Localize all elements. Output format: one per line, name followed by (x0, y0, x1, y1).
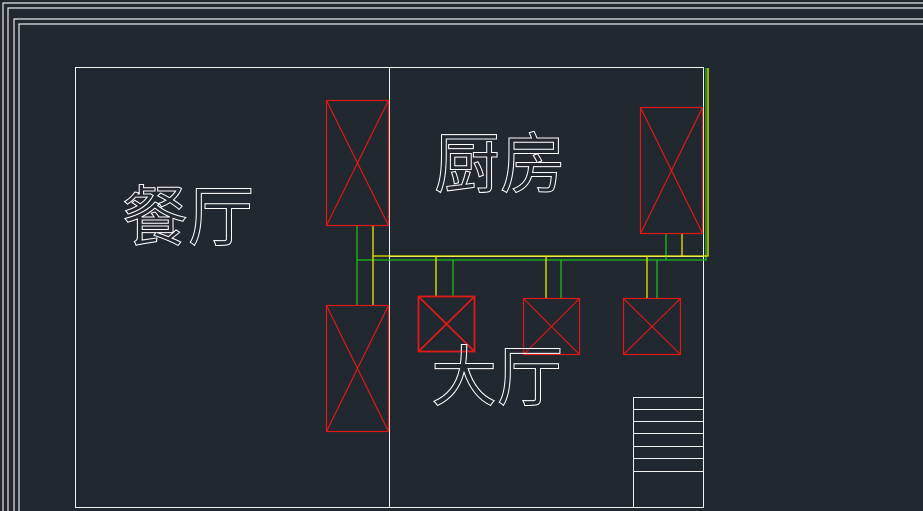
supply-pipes (356, 68, 707, 305)
unit-hall-2 (522, 297, 581, 356)
unit-hall-3 (622, 297, 682, 356)
equipment-units (325, 99, 704, 433)
unit-dining-lower (325, 304, 390, 433)
room-label-dining: 餐厅 (122, 179, 254, 256)
stairs (633, 397, 704, 508)
return-pipes (372, 68, 709, 305)
unit-dining-upper (325, 99, 390, 227)
room-label-hall: 大厅 (431, 339, 563, 416)
stair-outline (633, 397, 704, 508)
room-label-kitchen: 厨房 (434, 126, 566, 203)
unit-hall-1 (417, 295, 476, 353)
floor-plan-walls (75, 67, 704, 508)
unit-kitchen (639, 106, 704, 235)
